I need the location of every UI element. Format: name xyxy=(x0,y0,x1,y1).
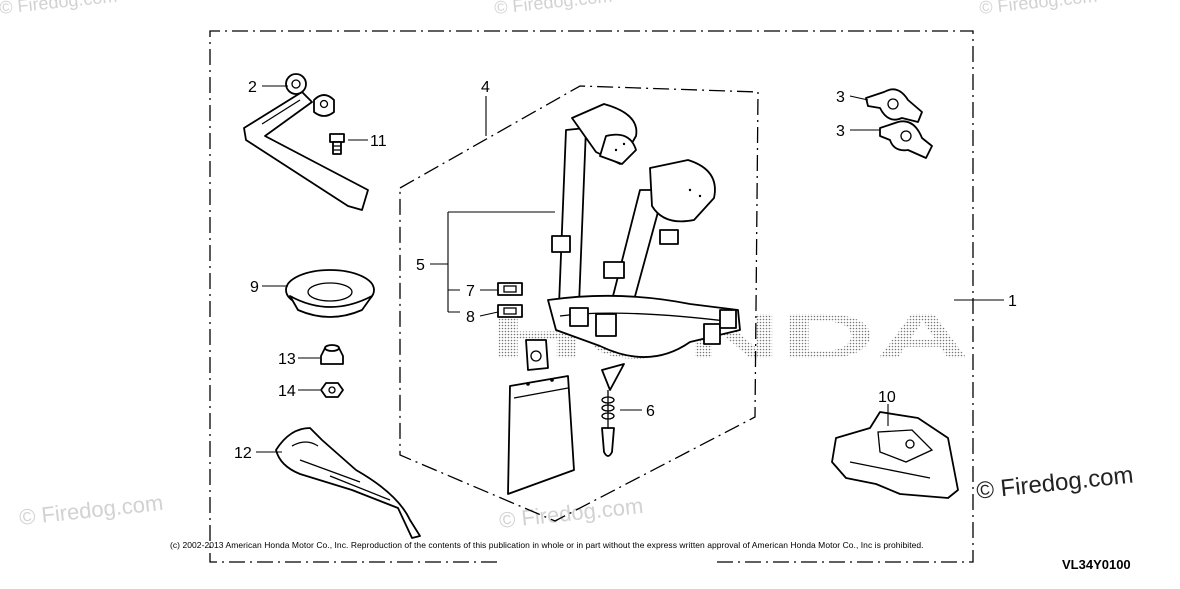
watermark-top-left: © Firedog.com xyxy=(0,0,118,18)
harness-group-frame xyxy=(399,85,759,522)
leader-lines xyxy=(256,85,1004,453)
callout-3-upper: 3 xyxy=(836,89,845,106)
callout-12: 11 xyxy=(370,133,387,150)
callout-13: 13 xyxy=(278,351,296,368)
callout-8: 8 xyxy=(466,309,475,326)
harness-apron-flap xyxy=(507,375,575,495)
callout-5: 5 xyxy=(416,257,425,274)
callout-7: 7 xyxy=(466,283,475,300)
part-11-hip-pad xyxy=(275,427,421,539)
part-6-hook xyxy=(601,363,625,457)
callout-1: 1 xyxy=(1008,293,1017,310)
callout-11: 12 xyxy=(234,445,252,462)
callout-3-lower: 3 xyxy=(836,123,845,140)
part-3-clamp-upper xyxy=(865,88,923,123)
callout-14: 14 xyxy=(278,383,296,400)
copyright-notice: (c) 2002-2013 American Honda Motor Co., … xyxy=(170,540,924,550)
part-14-hex-nut xyxy=(320,382,344,398)
part-13-cap-nut xyxy=(320,344,344,365)
kit-outer-frame xyxy=(209,30,974,563)
callout-9: 9 xyxy=(250,279,259,296)
part-10-hip-plate xyxy=(831,411,959,499)
callout-2: 2 xyxy=(248,79,257,96)
watermark-top-right: © Firedog.com xyxy=(978,0,1098,18)
part-9-cup xyxy=(285,269,375,318)
part-3-clamp-lower xyxy=(879,120,933,159)
callout-labels: 2 11 3 3 4 5 7 8 6 9 1 10 12 13 14 xyxy=(234,79,1017,462)
callout-10: 10 xyxy=(878,389,896,406)
part-12-bolt xyxy=(329,133,345,155)
watermark-bottom-left: © Firedog.com xyxy=(18,490,164,530)
callout-6: 6 xyxy=(646,403,655,420)
watermark-top-center: © Firedog.com xyxy=(493,0,613,18)
part-8-buckle xyxy=(497,304,523,318)
part-2-handle-lever xyxy=(243,73,369,211)
diagram-code: VL34Y0100 xyxy=(1062,557,1131,572)
part-7-buckle xyxy=(497,282,523,296)
part-5-harness xyxy=(525,103,741,371)
callout-4: 4 xyxy=(481,79,490,96)
